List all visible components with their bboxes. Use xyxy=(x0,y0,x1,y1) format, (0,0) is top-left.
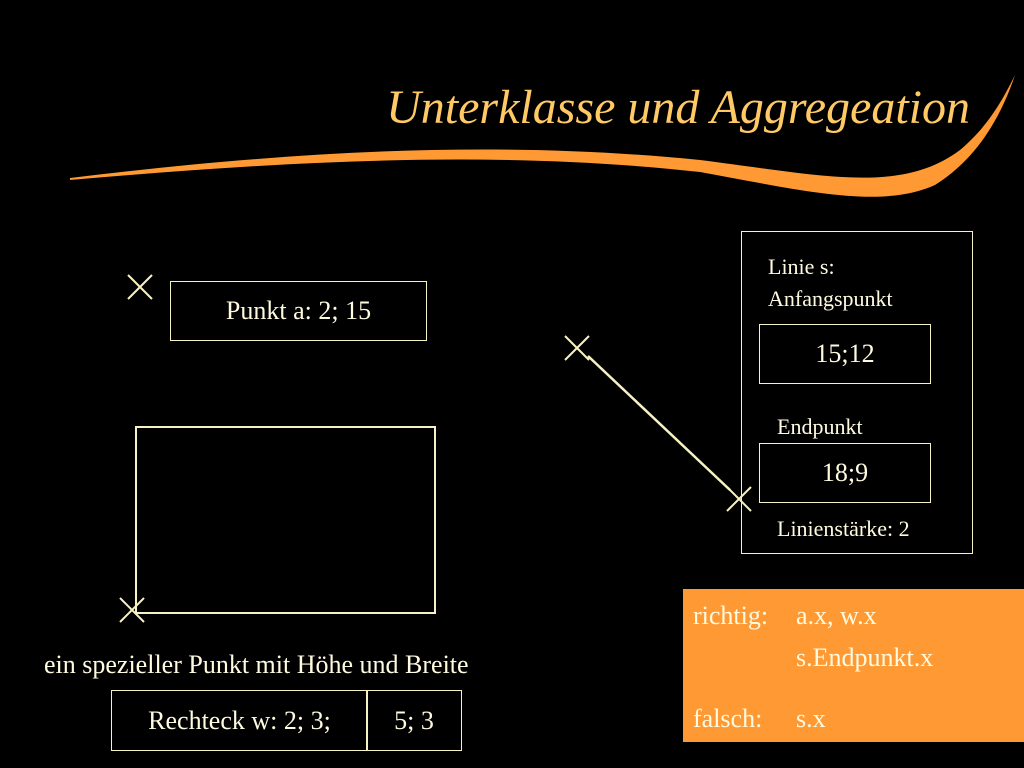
correct-line-1: a.x, w.x xyxy=(796,601,877,630)
line-name: Linie s: xyxy=(768,254,835,279)
rectangle-label-right: 5; 3 xyxy=(394,705,434,735)
start-point-box: 15;12 xyxy=(759,324,931,384)
end-point-label: Endpunkt xyxy=(777,414,863,439)
wrong-label: falsch: xyxy=(693,704,763,733)
start-point-value: 15;12 xyxy=(815,339,875,368)
rectangle-label-left: Rechteck w: 2; 3; xyxy=(148,705,331,735)
end-point-box: 18;9 xyxy=(759,443,931,503)
correct-line-2: s.Endpunkt.x xyxy=(796,643,934,672)
line-width-label: Linienstärke: 2 xyxy=(777,516,910,541)
answer-box: richtig: a.x, w.x s.Endpunkt.x falsch: s… xyxy=(683,589,1024,742)
rectangle-size-box: 5; 3 xyxy=(366,690,462,751)
slide-title: Unterklasse und Aggregeation xyxy=(386,81,970,134)
cross-icon-line-end xyxy=(726,486,752,512)
rectangle-caption: ein spezieller Punkt mit Höhe und Breite xyxy=(44,650,469,679)
point-label: Punkt a: 2; 15 xyxy=(225,296,372,325)
cross-icon-point-a xyxy=(127,274,153,300)
point-box: Punkt a: 2; 15 xyxy=(170,281,427,341)
correct-label: richtig: xyxy=(693,601,769,630)
wrong-value: s.x xyxy=(796,704,826,733)
cross-icon-line-start xyxy=(564,335,590,361)
end-point-value: 18;9 xyxy=(821,458,869,487)
rectangle-shape xyxy=(135,426,436,614)
start-point-label: Anfangspunkt xyxy=(768,286,893,311)
cross-icon-rectangle-corner xyxy=(119,597,145,623)
rectangle-label-box: Rechteck w: 2; 3; xyxy=(111,690,368,751)
title-swoosh xyxy=(70,75,1015,197)
line-segment xyxy=(587,355,731,491)
line-box: Linie s: Anfangspunkt Endpunkt Linienstä… xyxy=(741,231,973,554)
